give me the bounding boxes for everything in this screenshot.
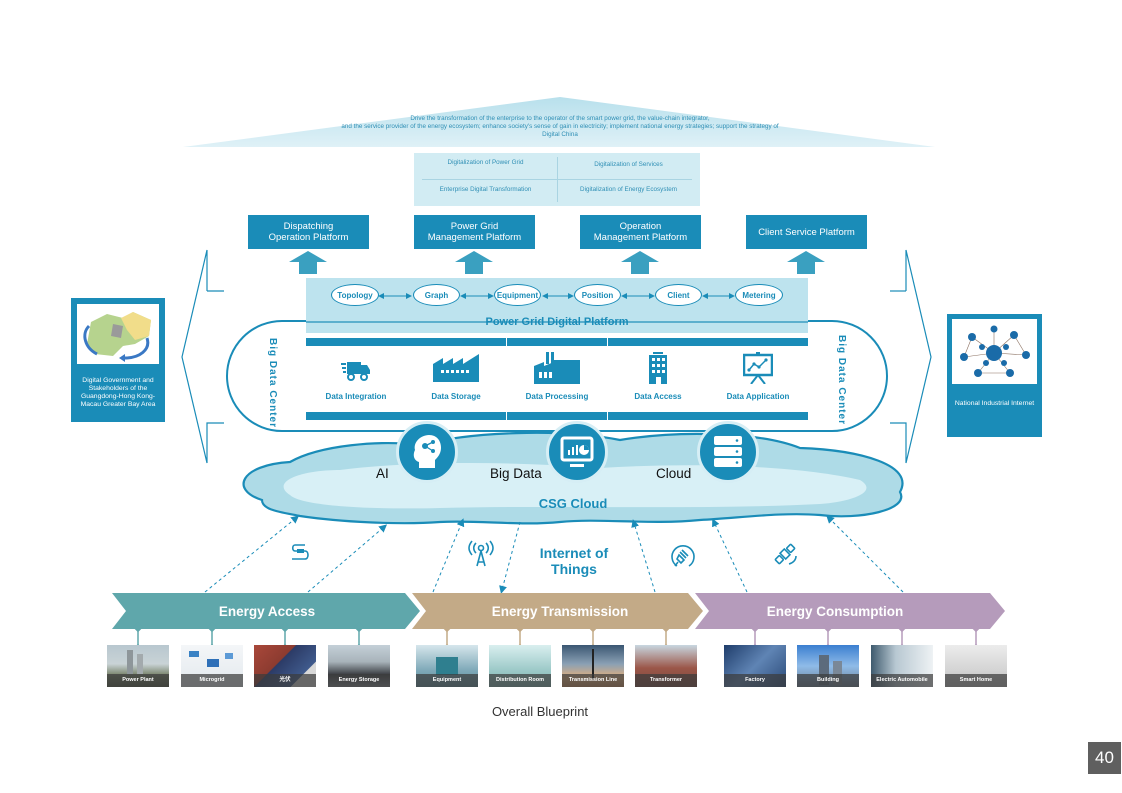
node-equipment[interactable]: Equipment bbox=[494, 284, 541, 306]
node-links bbox=[378, 293, 735, 299]
page-number: 40 bbox=[1088, 742, 1121, 774]
up-arrow-icon bbox=[455, 251, 493, 274]
platform-client-service[interactable]: Client Service Platform bbox=[746, 215, 867, 249]
mission-line-3: Digital China bbox=[542, 131, 578, 138]
mission-line-2: and the service provider of the energy e… bbox=[341, 123, 779, 130]
node-topology[interactable]: Topology bbox=[331, 284, 379, 306]
industrial-internet-text: National Industrial Internet bbox=[954, 400, 1035, 407]
goal-services: Digitalization of Services bbox=[594, 161, 663, 168]
warehouse-icon bbox=[433, 354, 479, 382]
chevron-energy-consumption bbox=[695, 593, 1005, 629]
chevron-energy-access bbox=[112, 593, 420, 629]
photo-photovoltaic[interactable]: 光伏 bbox=[254, 645, 316, 687]
photo-smart-home[interactable]: Smart Home bbox=[945, 645, 1007, 687]
function-data-integration[interactable]: Data Integration bbox=[306, 338, 406, 420]
antenna-icon bbox=[468, 540, 494, 567]
up-arrow-icon bbox=[621, 251, 659, 274]
plug-icon bbox=[671, 545, 695, 567]
function-data-storage[interactable]: Data Storage bbox=[406, 338, 506, 420]
photo-power-plant[interactable]: Power Plant bbox=[107, 645, 169, 687]
truck-icon bbox=[341, 362, 370, 381]
photo-energy-storage[interactable]: Energy Storage bbox=[328, 645, 390, 687]
photo-factory[interactable]: Factory bbox=[724, 645, 786, 687]
node-metering[interactable]: Metering bbox=[735, 284, 783, 306]
greater-bay-area-map-image bbox=[77, 304, 159, 364]
energy-access-label: Energy Access bbox=[218, 604, 316, 619]
figure-caption: Overall Blueprint bbox=[491, 704, 589, 719]
photo-transmission-line[interactable]: Transmission Line bbox=[562, 645, 624, 687]
cable-icon bbox=[291, 544, 309, 560]
goal-power-grid: Digitalization of Power Grid bbox=[447, 159, 524, 166]
node-position[interactable]: Position bbox=[574, 284, 621, 306]
mission-line-1: Drive the transformation of the enterpri… bbox=[410, 115, 710, 122]
big-data-center-label-left: Big Data Center bbox=[267, 338, 278, 429]
monitor-chart-icon bbox=[546, 421, 608, 483]
photo-equipment[interactable]: Equipment bbox=[416, 645, 478, 687]
up-arrow-icon bbox=[289, 251, 327, 274]
industrial-internet-network-image bbox=[952, 319, 1037, 384]
digital-platform-title: Power Grid Digital Platform bbox=[485, 316, 629, 328]
big-data-center-label-right: Big Data Center bbox=[836, 335, 847, 426]
csg-cloud-title: CSG Cloud bbox=[538, 496, 608, 511]
energy-transmission-label: Energy Transmission bbox=[491, 604, 629, 619]
greater-bay-area-text: Digital Government and Stakeholders of t… bbox=[80, 377, 156, 408]
cloud-label-ai: AI bbox=[376, 466, 389, 481]
photo-transformer-substation[interactable]: Transformer Substation bbox=[635, 645, 697, 687]
iot-link-arrows bbox=[204, 515, 904, 594]
server-icon bbox=[697, 421, 759, 483]
power-grid-digital-platform bbox=[306, 278, 808, 333]
factory-icon bbox=[534, 352, 580, 384]
cloud-label-cloud: Cloud bbox=[656, 466, 692, 481]
function-data-processing[interactable]: Data Processing bbox=[507, 338, 607, 420]
node-client[interactable]: Client bbox=[655, 284, 702, 306]
photo-building[interactable]: Building bbox=[797, 645, 859, 687]
left-bracket bbox=[181, 249, 224, 464]
satellite-icon bbox=[774, 543, 797, 565]
up-arrow-icon bbox=[787, 251, 825, 274]
right-bracket bbox=[890, 249, 932, 464]
chevron-energy-transmission bbox=[412, 593, 703, 629]
card-greater-bay-area[interactable]: Digital Government and Stakeholders of t… bbox=[71, 298, 165, 422]
function-data-access[interactable]: Data Access bbox=[608, 338, 708, 420]
cloud-label-big-data: Big Data bbox=[490, 466, 542, 481]
mission-roof bbox=[183, 97, 935, 147]
goal-enterprise: Enterprise Digital Transformation bbox=[439, 186, 532, 193]
energy-consumption-label: Energy Consumption bbox=[766, 604, 904, 619]
digitalization-goals: Digitalization of Power Grid Digitalizat… bbox=[414, 153, 700, 206]
function-data-application[interactable]: Data Application bbox=[708, 338, 808, 420]
photo-microgrid[interactable]: Microgrid bbox=[181, 645, 243, 687]
goal-ecosystem: Digitalization of Energy Ecosystem bbox=[580, 186, 677, 193]
mission-statement: Drive the transformation of the enterpri… bbox=[260, 115, 860, 139]
photo-electric-automobile[interactable]: Electric Automobile bbox=[871, 645, 933, 687]
node-graph[interactable]: Graph bbox=[413, 284, 460, 306]
building-icon bbox=[649, 352, 667, 384]
chart-board-icon bbox=[743, 352, 773, 384]
ai-head-icon bbox=[396, 421, 458, 483]
card-national-industrial-internet[interactable]: National Industrial Internet bbox=[947, 314, 1042, 437]
photo-distribution-room[interactable]: Distribution Room bbox=[489, 645, 551, 687]
